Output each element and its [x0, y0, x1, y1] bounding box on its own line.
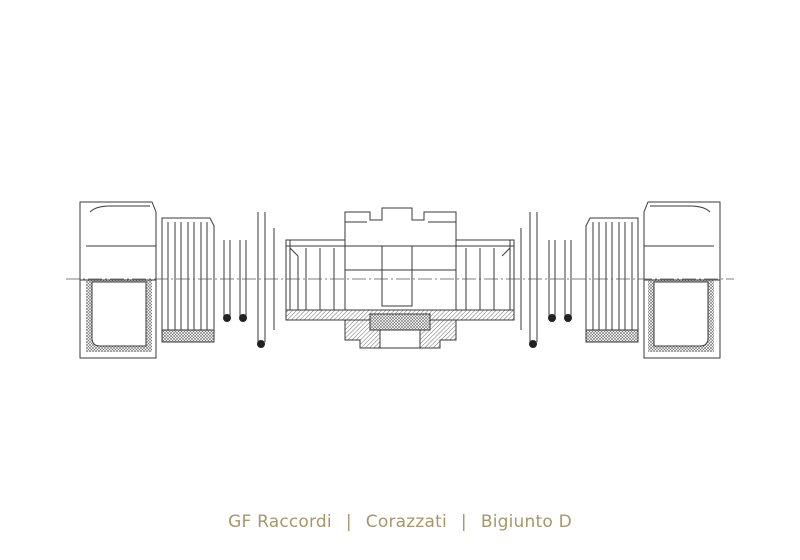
- central-body: [285, 207, 515, 349]
- caption-separator-1: |: [345, 512, 352, 532]
- caption: GF Raccordi | Corazzati | Bigiunto D: [0, 512, 800, 532]
- left-nut: [79, 201, 157, 359]
- right-split-rings: [520, 212, 572, 342]
- caption-product: Bigiunto D: [480, 512, 572, 532]
- caption-category: Corazzati: [365, 512, 447, 532]
- right-nut: [643, 201, 721, 359]
- right-oring-2: [548, 314, 556, 322]
- caption-brand: GF Raccordi: [228, 512, 332, 532]
- left-oring-2: [239, 314, 247, 322]
- caption-separator-2: |: [460, 512, 467, 532]
- left-oring-3: [257, 340, 265, 348]
- right-oring-3: [529, 340, 537, 348]
- left-split-rings: [223, 212, 275, 342]
- left-thread-ring: [161, 217, 215, 343]
- right-oring-1: [564, 314, 572, 322]
- left-oring-1: [223, 314, 231, 322]
- right-thread-ring: [585, 217, 639, 343]
